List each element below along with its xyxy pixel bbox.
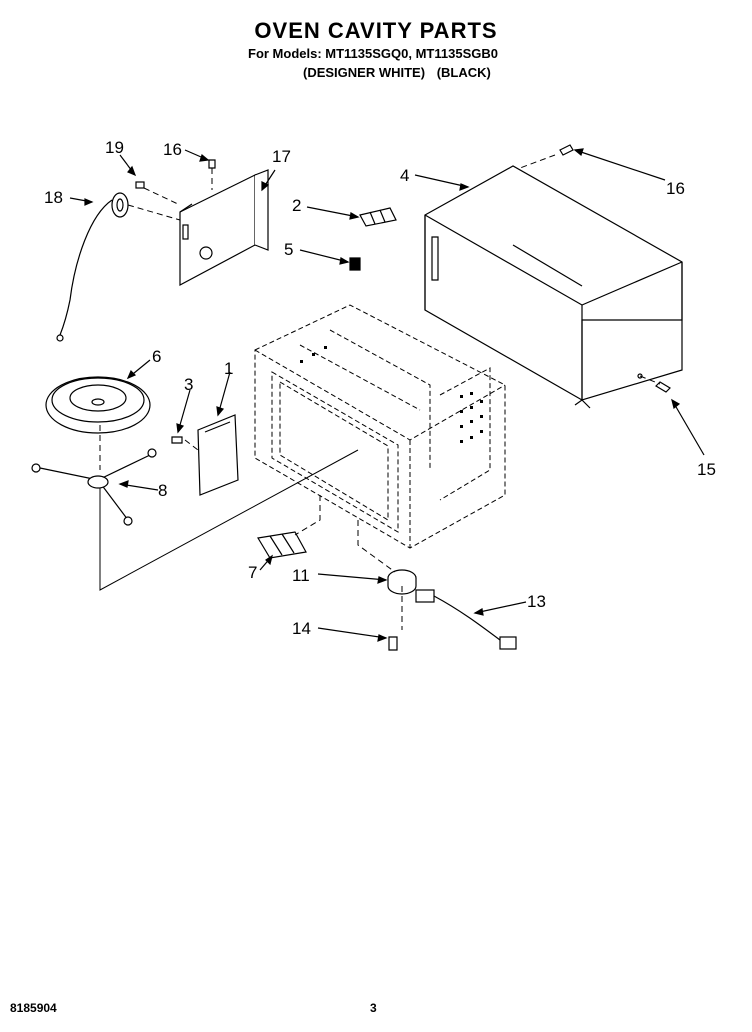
callout-5: 5 [284,240,293,259]
roller-support [31,448,157,526]
callout-numbers: 19 16 17 18 2 5 4 16 6 3 1 8 15 7 11 13 … [44,138,716,638]
cavity-vents [300,346,483,443]
page-title: OVEN CAVITY PARTS [254,18,498,43]
callout-3: 3 [184,375,193,394]
clips [257,207,397,559]
callout-16-top-left: 16 [163,140,182,159]
callout-18: 18 [44,188,63,207]
waveguide-cover [197,414,239,496]
callout-13: 13 [527,592,546,611]
turntable [45,376,151,434]
callout-16-top-right: 16 [666,179,685,198]
callout-6: 6 [152,347,161,366]
guide-lines [99,154,661,630]
callout-8: 8 [158,481,167,500]
callout-1: 1 [224,359,233,378]
motor-bracket [179,169,269,286]
leader-lines [69,148,705,642]
callout-17: 17 [272,147,291,166]
callout-4: 4 [400,166,409,185]
callout-19: 19 [105,138,124,157]
document-number: 8185904 [10,1001,57,1015]
motor-and-harness [387,569,517,650]
variant-black: (BLACK) [436,65,491,80]
variant-white: (DESIGNER WHITE) [303,65,426,80]
callout-7: 7 [248,563,257,582]
screws [171,144,671,651]
callout-11: 11 [292,566,310,585]
variants-line: (DESIGNER WHITE) (BLACK) [303,65,499,80]
cabinet-wrapper [424,165,683,409]
page-number: 3 [370,1001,377,1015]
assembly-lines [99,449,359,591]
models-line: For Models: MT1135SGQ0, MT1135SGB0 [248,46,498,61]
callout-2: 2 [292,196,301,215]
callout-15: 15 [697,460,716,479]
oven-cavity-dashed [254,304,506,549]
callout-14: 14 [292,619,311,638]
